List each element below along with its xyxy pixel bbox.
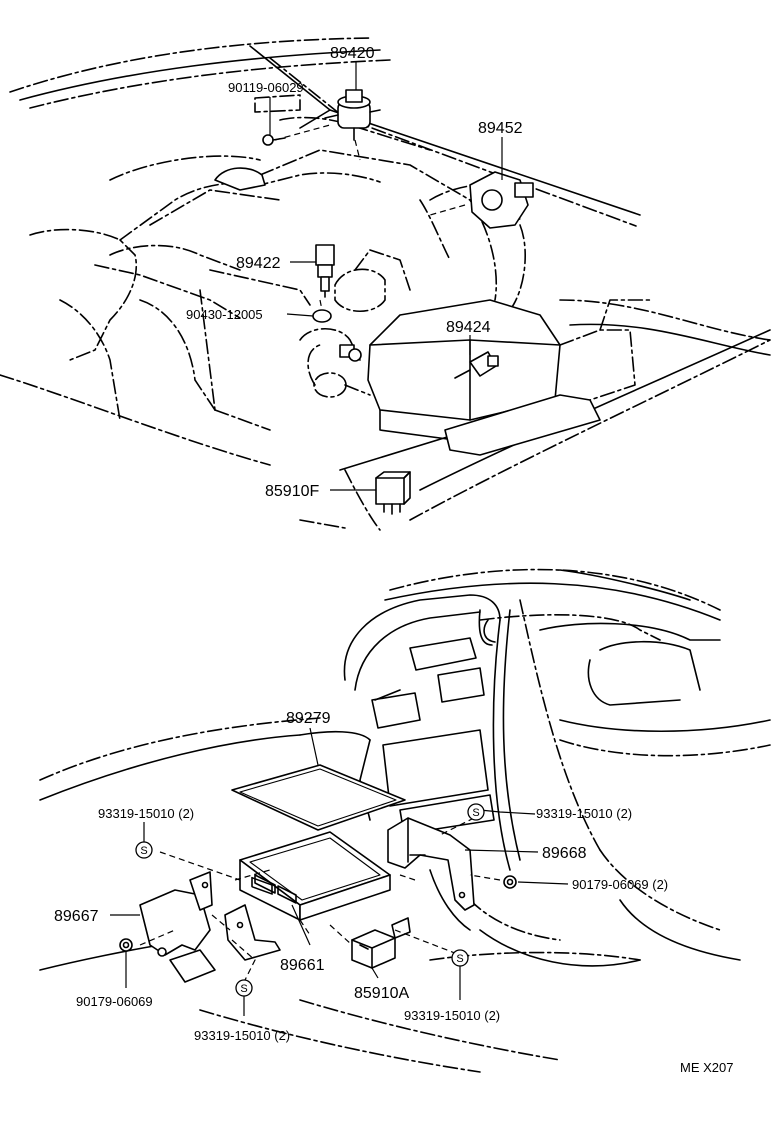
vacuum-switching-valve-89420	[324, 89, 381, 141]
service-symbol-4: S	[235, 979, 253, 997]
svg-text:S: S	[140, 845, 147, 857]
service-symbol-1: S	[135, 841, 153, 859]
leader-lines	[110, 62, 569, 1016]
part-label-90179-06069-2: 90179-06069 (2)	[572, 877, 668, 892]
part-label-89668: 89668	[542, 845, 587, 862]
svg-text:S: S	[240, 983, 247, 995]
svg-text:S: S	[472, 807, 479, 819]
bracket-89668	[387, 817, 475, 911]
service-symbol-2: S	[467, 803, 485, 821]
part-label-93319-15010-b: 93319-15010 (2)	[536, 806, 632, 821]
water-temp-sensor-89422	[315, 244, 335, 298]
part-label-89422: 89422	[236, 255, 281, 272]
relay-85910F	[375, 471, 411, 515]
gasket-90430-12005	[312, 309, 332, 323]
part-label-90430-12005: 90430-12005	[186, 307, 263, 322]
part-label-90179-06069: 90179-06069	[76, 994, 153, 1009]
engine-compartment-view	[0, 37, 771, 531]
connector-85910A	[351, 917, 411, 969]
dashboard-view	[39, 568, 771, 1073]
part-label-89661: 89661	[280, 957, 325, 974]
nut-90179-06069-right	[503, 875, 517, 889]
ecu-89661	[239, 831, 391, 921]
part-label-93319-15010-c: 93319-15010 (2)	[404, 1008, 500, 1023]
part-label-85910F: 85910F	[265, 483, 319, 500]
part-label-93319-15010-d: 93319-15010 (2)	[194, 1028, 290, 1043]
part-label-90119-06029: 90119-06029	[228, 80, 304, 95]
part-label-89424: 89424	[446, 319, 491, 336]
diagram-code: ME X207	[680, 1060, 733, 1075]
part-label-89279: 89279	[286, 710, 331, 727]
throttle-position-sensor-89452	[469, 171, 534, 229]
part-label-89667: 89667	[54, 908, 99, 925]
ecu-cover-89279	[231, 764, 406, 831]
service-symbol-3: S	[451, 949, 469, 967]
part-label-85910A: 85910A	[354, 985, 409, 1002]
part-label-89452: 89452	[478, 120, 523, 137]
bolt-90119-06029	[262, 134, 286, 146]
part-label-93319-15010-a: 93319-15010 (2)	[98, 806, 194, 821]
bracket-89667	[139, 871, 281, 983]
svg-text:S: S	[456, 953, 463, 965]
part-label-89420: 89420	[330, 45, 375, 62]
nut-90179-06069-left	[119, 938, 133, 952]
part-labels: 89420 90119-06029 89452 89422 90430-1200…	[54, 45, 733, 1075]
intake-air-temp-sensor-89424	[454, 351, 499, 379]
